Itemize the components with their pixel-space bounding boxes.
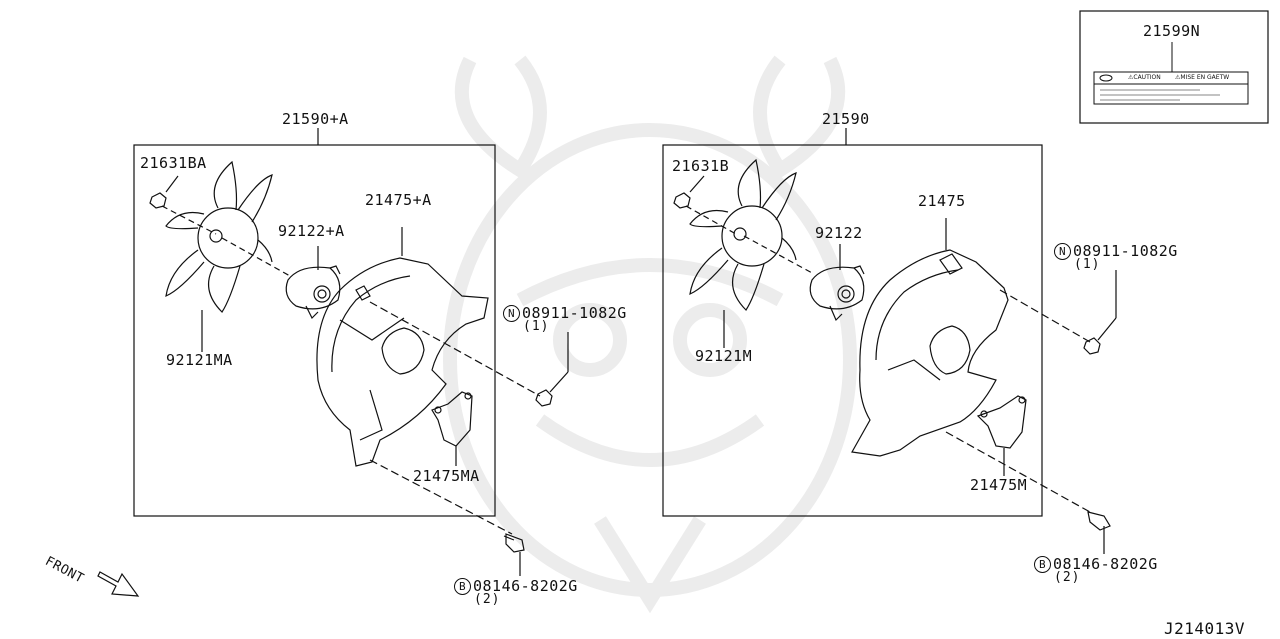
- caution-sticker-graphic: [1093, 42, 1249, 105]
- left-shroud-label[interactable]: 21475+A: [365, 191, 432, 209]
- left-nut-ref-qty: (1): [523, 319, 550, 334]
- right-motor-label[interactable]: 92122: [815, 224, 863, 242]
- bolt-b-icon: B: [454, 578, 471, 595]
- left-nut-label[interactable]: 21631BA: [140, 154, 207, 172]
- nut-n-icon: N: [503, 305, 520, 322]
- right-motor-part: [809, 244, 865, 322]
- left-bolt-ref-code: 08146-8202G: [473, 577, 578, 595]
- sticker-mise-text: ⚠MISE EN GAETW: [1175, 74, 1230, 81]
- left-nut-ref-code: 08911-1082G: [522, 304, 627, 322]
- left-shroud-part: [316, 227, 541, 535]
- right-shroud-sub-label[interactable]: 21475M: [970, 476, 1028, 494]
- right-nut-ref-qty: (1): [1074, 257, 1101, 272]
- left-motor-label[interactable]: 92122+A: [278, 222, 345, 240]
- right-nut-ref-part: [1083, 270, 1117, 355]
- right-assembly-label[interactable]: 21590: [822, 110, 870, 128]
- left-fan-label[interactable]: 92121MA: [166, 351, 233, 369]
- right-bolt-ref-part: [1087, 511, 1111, 554]
- sticker-caution-text: ⚠CAUTION: [1128, 74, 1161, 81]
- right-nut-part: [673, 175, 737, 235]
- left-nut-part: [149, 175, 217, 235]
- diagram-code: J214013V: [1164, 619, 1246, 638]
- left-fan-part: [165, 160, 291, 352]
- right-shroud-sub-part: [976, 395, 1027, 476]
- right-bolt-ref-code: 08146-8202G: [1053, 555, 1158, 573]
- right-assembly-box: [662, 144, 1043, 517]
- left-shroud-sub-part: [431, 391, 473, 466]
- watermark-logo: [443, 55, 857, 614]
- front-arrow-icon: [97, 571, 140, 597]
- left-bolt-ref-part: [503, 533, 525, 576]
- right-nut-ref-code: 08911-1082G: [1073, 242, 1178, 260]
- left-bolt-ref-qty: (2): [474, 592, 501, 607]
- right-shroud-part: [851, 218, 1091, 513]
- bolt-b-icon: B: [1034, 556, 1051, 573]
- left-assembly-label[interactable]: 21590+A: [282, 110, 349, 128]
- right-bolt-ref-qty: (2): [1054, 570, 1081, 585]
- left-assembly-box: [133, 144, 496, 517]
- right-nut-label[interactable]: 21631B: [672, 157, 730, 175]
- left-motor-part: [285, 246, 341, 320]
- right-shroud-label[interactable]: 21475: [918, 192, 966, 210]
- sticker-part-label[interactable]: 21599N: [1143, 22, 1201, 40]
- right-fan-label[interactable]: 92121M: [695, 347, 753, 365]
- left-nut-ref-part: [535, 332, 569, 407]
- right-fan-part: [689, 158, 815, 348]
- nut-n-icon: N: [1054, 243, 1071, 260]
- left-shroud-sub-label[interactable]: 21475MA: [413, 467, 480, 485]
- sticker-box: [1079, 10, 1269, 124]
